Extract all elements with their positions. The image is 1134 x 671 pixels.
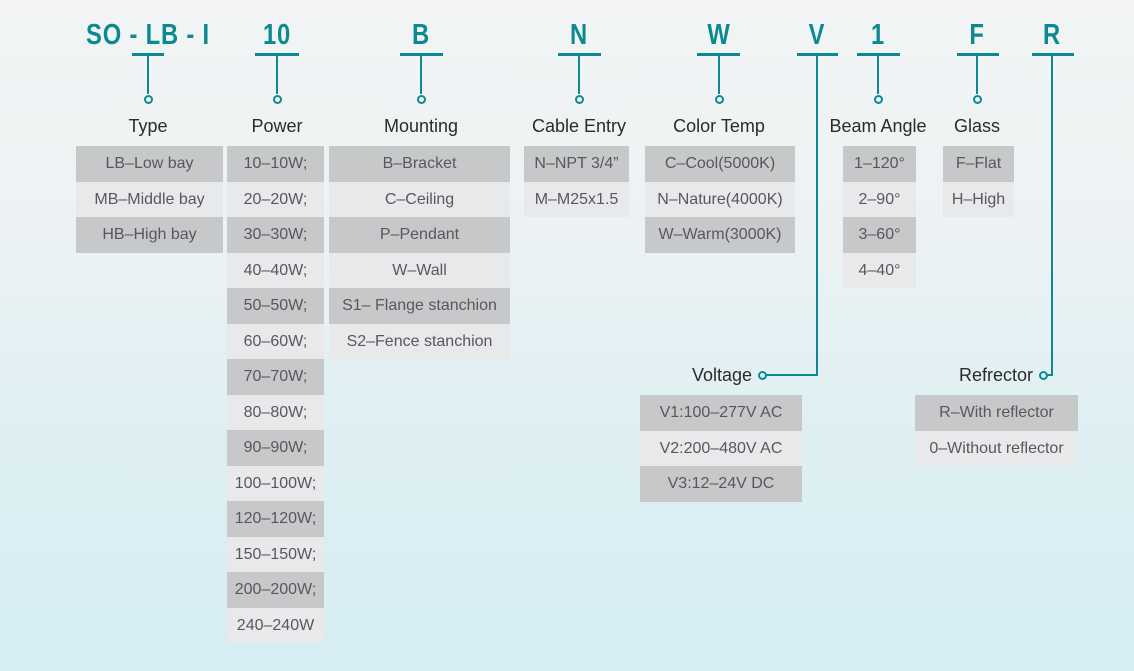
column-header-mounting: Mounting <box>383 116 459 136</box>
connector-line-mounting <box>420 56 422 94</box>
connector-line-color-temp <box>718 56 720 94</box>
underline-bar-voltage <box>797 53 838 56</box>
option-power-7: 80–80W; <box>227 394 324 430</box>
connector-line-voltage <box>816 56 818 376</box>
code-color-temp: W <box>707 19 731 51</box>
option-list-color-temp: C–Cool(5000K)N–Nature(4000K)W–Warm(3000K… <box>645 146 795 253</box>
option-beam-angle-0: 1–120° <box>843 146 916 182</box>
option-power-6: 70–70W; <box>227 359 324 395</box>
option-power-13: 240–240W <box>227 607 324 643</box>
underline-bar-refrector <box>1032 53 1074 56</box>
underline-bar-mounting <box>400 53 443 56</box>
option-list-cable-entry: N–NPT 3/4”M–M25x1.5 <box>524 146 629 217</box>
option-beam-angle-1: 2–90° <box>843 181 916 217</box>
option-cable-entry-0: N–NPT 3/4” <box>524 146 629 182</box>
connector-line-glass <box>976 56 978 94</box>
option-power-11: 150–150W; <box>227 536 324 572</box>
option-color-temp-2: W–Warm(3000K) <box>645 217 795 253</box>
option-voltage-2: V3:12–24V DC <box>640 466 802 502</box>
column-header-beam-angle: Beam Angle <box>829 116 927 136</box>
section-label-refrector: Refrector <box>958 365 1033 385</box>
section-label-voltage: Voltage <box>691 365 752 385</box>
option-beam-angle-2: 3–60° <box>843 217 916 253</box>
option-mounting-2: P–Pendant <box>329 217 510 253</box>
connector-dot-refrector <box>1039 371 1048 380</box>
column-header-cable-entry: Cable Entry <box>531 116 627 136</box>
code-cable-entry: N <box>569 19 589 51</box>
connector-dot-beam-angle <box>874 95 883 104</box>
code-refrector: R <box>1042 19 1062 51</box>
option-type-0: LB–Low bay <box>76 146 223 182</box>
option-cable-entry-1: M–M25x1.5 <box>524 181 629 217</box>
option-mounting-0: B–Bracket <box>329 146 510 182</box>
option-power-12: 200–200W; <box>227 572 324 608</box>
option-power-4: 50–50W; <box>227 288 324 324</box>
connector-dot-type <box>144 95 153 104</box>
option-type-2: HB–High bay <box>76 217 223 253</box>
underline-bar-power <box>255 53 299 56</box>
option-voltage-0: V1:100–277V AC <box>640 395 802 431</box>
option-power-8: 90–90W; <box>227 430 324 466</box>
connector-line-refrector <box>1051 56 1053 376</box>
option-glass-0: F–Flat <box>943 146 1014 182</box>
option-mounting-4: S1– Flange stanchion <box>329 288 510 324</box>
option-color-temp-0: C–Cool(5000K) <box>645 146 795 182</box>
code-mounting: B <box>411 19 431 51</box>
option-refrector-0: R–With reflector <box>915 395 1078 431</box>
code-power: 10 <box>262 19 292 51</box>
option-beam-angle-3: 4–40° <box>843 252 916 288</box>
connector-dot-glass <box>973 95 982 104</box>
connector-elbow-voltage <box>766 374 818 376</box>
option-color-temp-1: N–Nature(4000K) <box>645 181 795 217</box>
underline-bar-glass <box>957 53 999 56</box>
option-power-2: 30–30W; <box>227 217 324 253</box>
option-refrector-1: 0–Without reflector <box>915 430 1078 466</box>
connector-line-cable-entry <box>578 56 580 94</box>
connector-dot-power <box>273 95 282 104</box>
connector-line-type <box>147 56 149 94</box>
option-mounting-1: C–Ceiling <box>329 181 510 217</box>
option-power-9: 100–100W; <box>227 465 324 501</box>
connector-elbow-refrector <box>1047 374 1053 376</box>
option-list-power: 10–10W;20–20W;30–30W;40–40W;50–50W;60–60… <box>227 146 324 643</box>
option-type-1: MB–Middle bay <box>76 181 223 217</box>
option-power-0: 10–10W; <box>227 146 324 182</box>
column-header-glass: Glass <box>953 116 1001 136</box>
column-header-power: Power <box>251 116 303 136</box>
connector-dot-voltage <box>758 371 767 380</box>
option-glass-1: H–High <box>943 181 1014 217</box>
connector-line-power <box>276 56 278 94</box>
option-list-beam-angle: 1–120°2–90°3–60°4–40° <box>843 146 916 288</box>
option-mounting-5: S2–Fence stanchion <box>329 323 510 359</box>
option-power-5: 60–60W; <box>227 323 324 359</box>
connector-line-beam-angle <box>877 56 879 94</box>
underline-bar-color-temp <box>697 53 740 56</box>
column-header-color-temp: Color Temp <box>673 116 765 136</box>
connector-dot-mounting <box>417 95 426 104</box>
code-beam-angle: 1 <box>870 19 886 51</box>
code-voltage: V <box>808 19 826 51</box>
option-power-3: 40–40W; <box>227 252 324 288</box>
underline-bar-beam-angle <box>857 53 900 56</box>
code-glass: F <box>969 19 985 51</box>
connector-dot-cable-entry <box>575 95 584 104</box>
option-power-1: 20–20W; <box>227 181 324 217</box>
option-voltage-1: V2:200–480V AC <box>640 430 802 466</box>
connector-dot-color-temp <box>715 95 724 104</box>
underline-bar-cable-entry <box>558 53 601 56</box>
code-type: SO - LB - I <box>86 19 210 51</box>
underline-bar-type <box>132 53 164 56</box>
column-header-type: Type <box>128 116 168 136</box>
option-mounting-3: W–Wall <box>329 252 510 288</box>
option-power-10: 120–120W; <box>227 501 324 537</box>
